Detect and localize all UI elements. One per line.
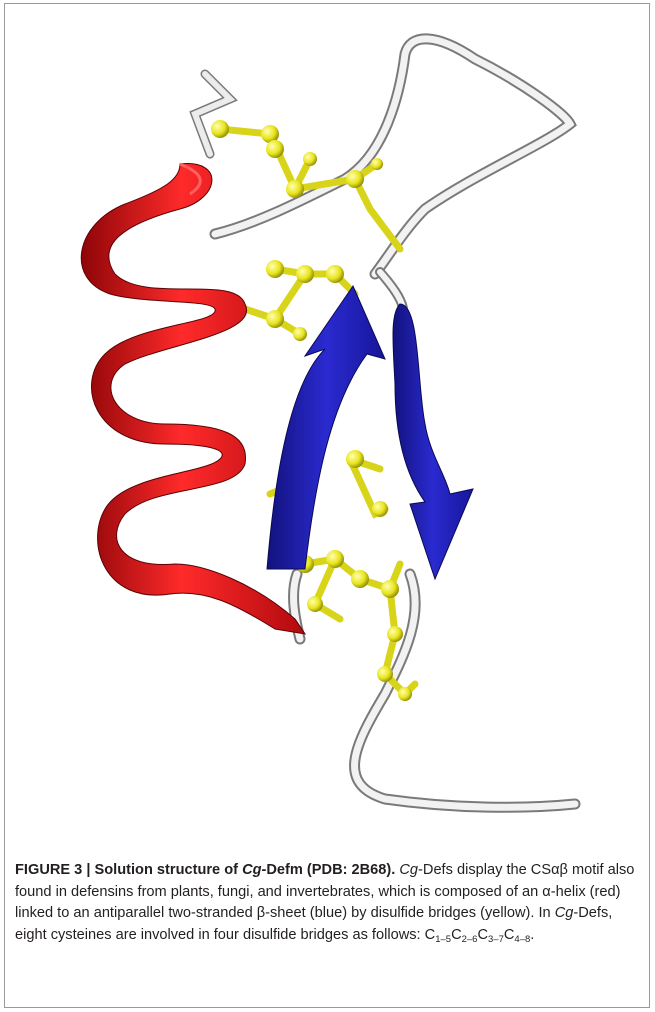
caption-italic-2: Cg: [555, 905, 574, 921]
figure-title-italic: Cg: [242, 862, 261, 878]
figure-label: FIGURE 3 |: [15, 862, 95, 878]
coil-loops: [195, 39, 575, 807]
figure-frame: FIGURE 3 | Solution structure of Cg-Defm…: [4, 3, 650, 1008]
beta-strand-2: [393, 304, 473, 579]
protein-structure-image: [5, 4, 649, 844]
bridge-notation: C1–5C2–6C3–7C4–8: [425, 927, 531, 943]
figure-caption: FIGURE 3 | Solution structure of Cg-Defm…: [15, 860, 645, 950]
caption-italic-1: Cg: [399, 862, 418, 878]
figure-title-a: Solution structure of: [95, 862, 243, 878]
caption-end: .: [530, 927, 534, 943]
figure-title-b: -Defm (PDB: 2B68).: [262, 862, 396, 878]
